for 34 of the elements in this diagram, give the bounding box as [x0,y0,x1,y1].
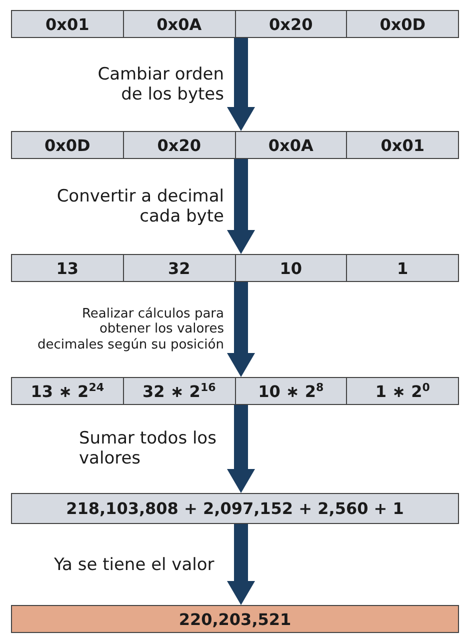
value-bar [11,377,459,405]
result-bar [11,605,459,633]
byte-value: 0x0A [156,14,202,34]
value-bar [11,493,459,524]
byte-value: 1 ∗ 2$^{0}$ [375,382,430,400]
arrow [227,524,255,605]
byte-value: 0x0D [44,136,90,154]
byte-value: 0x0D [380,14,426,34]
arrow [227,38,255,131]
byte-value: 0x01 [380,136,424,154]
value-text: 220,203,521 [178,610,292,628]
byte-value: 13 ∗ 2$^{24}$ [30,382,104,400]
value-bar [11,131,459,159]
byte-value: 32 ∗ 2$^{16}$ [142,382,216,400]
arrow [227,405,255,493]
byte-value: 13 [56,258,78,278]
byte-value: 0x20 [157,136,201,154]
byte-value: 1 [397,258,408,278]
arrow [227,159,255,254]
edge-label: Sumar todos los valores [79,428,218,470]
byte-value: 10 [280,258,302,278]
edge-label: Convertir a decimal cada byte [56,186,224,227]
byte-value: 0x20 [269,14,313,34]
byte-value: 10 ∗ 2$^{8}$ [258,382,324,400]
byte-value: 0x01 [46,14,90,34]
byte-value: 32 [168,258,190,278]
value-bar [11,10,459,38]
byte-value: 0x0A [268,136,314,154]
edge-label: Cambiar orden de los bytes [96,64,224,105]
arrow [227,282,255,377]
edge-label: Ya se tiene el valor [54,554,216,575]
edge-label: Realizar cálculos para obtener los valores decimales según su posición [36,306,224,353]
value-text: 218,103,808 + 2,097,152 + 2,560 + 1 [66,499,404,518]
value-bar [11,254,459,282]
